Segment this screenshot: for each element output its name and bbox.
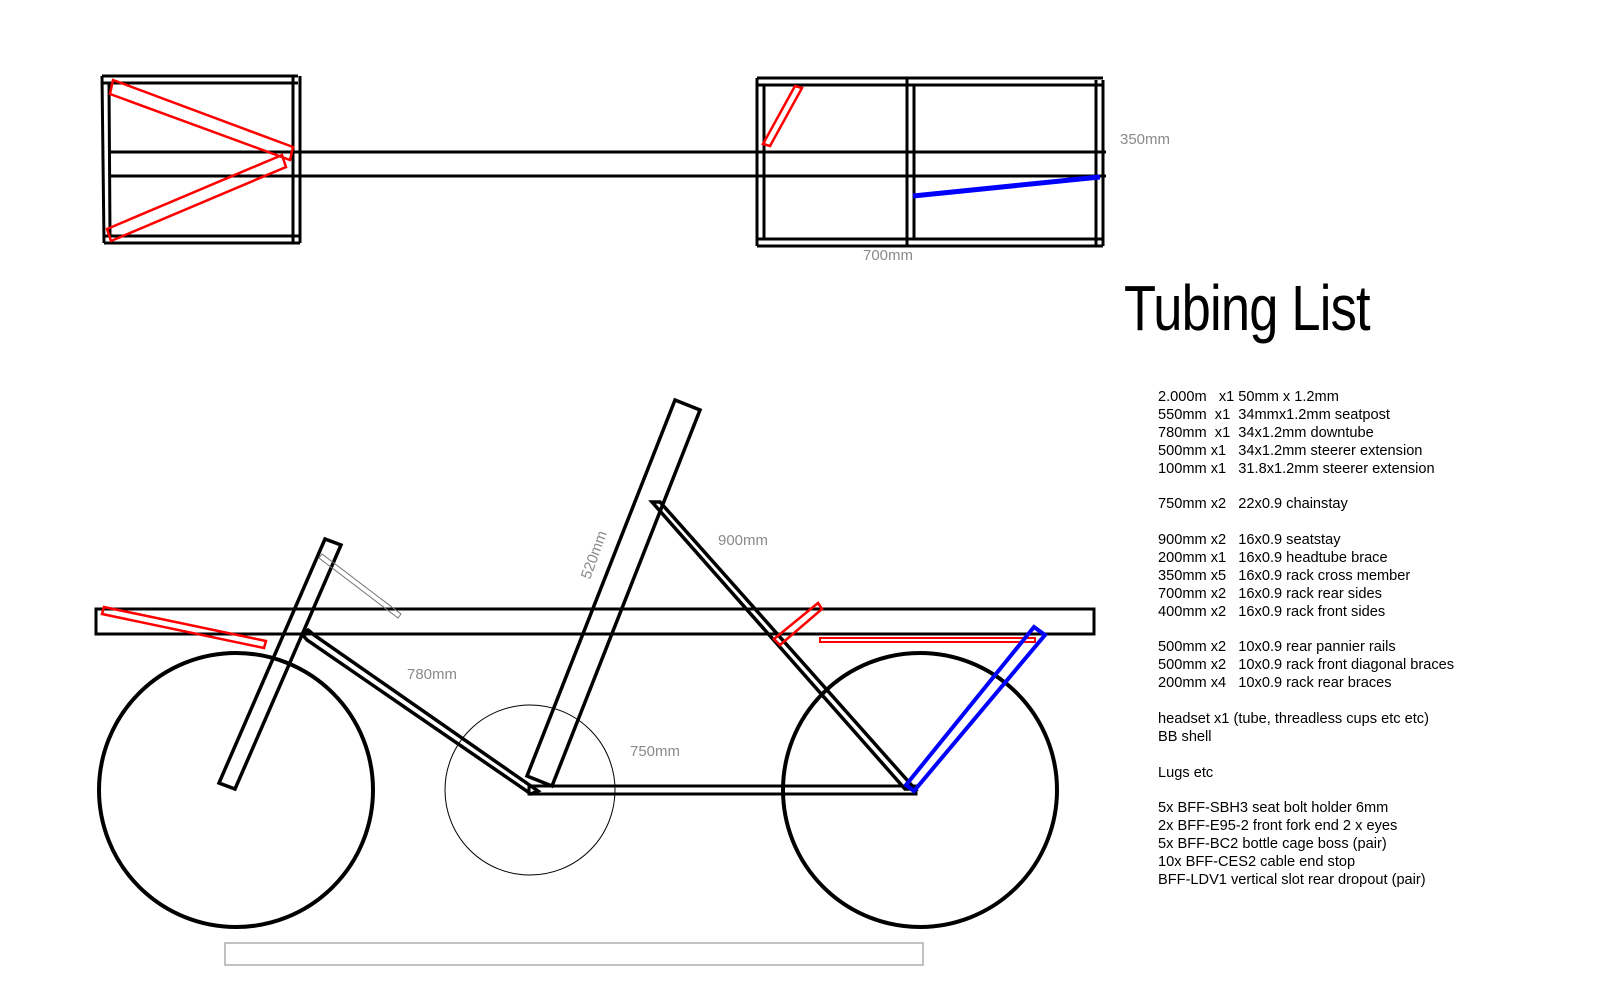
seat-tube [524, 397, 703, 789]
seatstay [648, 500, 919, 791]
rear-rack-blue-brace [903, 624, 1048, 794]
tubing-list-item: 2x BFF-E95-2 front fork end 2 x eyes [1158, 818, 1398, 835]
front-rack-red-brace [100, 605, 268, 650]
tubing-list-item: 350mm x5 16x0.9 rack cross member [1158, 567, 1411, 584]
dim-downtube: 780mm [407, 666, 457, 683]
tubing-list-spacer [1158, 478, 1454, 496]
top-view-rear-red-brace [761, 84, 804, 148]
top-view-front-rack [100, 74, 302, 245]
tubing-list-item: 750mm x2 22x0.9 chainstay [1158, 496, 1348, 513]
tubing-list-item: 780mm x1 34x1.2mm downtube [1158, 424, 1374, 441]
rear-rack-red-rail [819, 637, 1036, 643]
tubing-list-item: 500mm x2 10x0.9 rack front diagonal brac… [1158, 657, 1455, 674]
tubing-list-item: Lugs etc [1158, 764, 1214, 781]
tubing-list-item: BB shell [1158, 728, 1212, 745]
fork-tube [216, 536, 344, 792]
tubing-list-item: 5x BFF-SBH3 seat bolt holder 6mm [1158, 800, 1389, 817]
chainring-outline [444, 704, 616, 876]
dim-seatstay: 900mm [718, 532, 768, 549]
tubing-list-item: 100mm x1 31.8x1.2mm steerer extension [1158, 460, 1435, 477]
tubing-list-item: 200mm x4 10x0.9 rack rear braces [1158, 675, 1392, 692]
ground-reference-bar [224, 942, 924, 966]
tubing-list-spacer [1158, 622, 1454, 640]
tubing-list-item: headset x1 (tube, threadless cups etc et… [1158, 711, 1429, 728]
chainstay [527, 784, 918, 796]
tubing-list-spacer [1158, 783, 1454, 801]
tubing-list-spacer [1158, 693, 1454, 711]
tubing-list-item: BFF-LDV1 vertical slot rear dropout (pai… [1158, 872, 1426, 889]
top-view: 350mm 700mm [100, 74, 1170, 264]
seatstay-red-brace [772, 601, 824, 647]
dim-rack-length: 700mm [863, 247, 913, 264]
tubing-list-item: 500mm x2 10x0.9 rear pannier rails [1158, 639, 1396, 656]
tubing-list-title: Tubing List [1124, 272, 1371, 344]
tubing-list-item: 700mm x2 16x0.9 rack rear sides [1158, 585, 1382, 602]
front-wheel [97, 651, 375, 929]
tubing-list-item: 400mm x2 16x0.9 rack front sides [1158, 603, 1386, 620]
tubing-list-spacer [1158, 747, 1454, 765]
dim-chainstay: 750mm [630, 743, 680, 760]
top-view-rear-blue-brace [912, 174, 1101, 199]
tubing-list-item: 500mm x1 34x1.2mm steerer extension [1158, 442, 1423, 459]
tubing-list-item: 900mm x2 16x0.9 seatstay [1158, 532, 1341, 549]
top-view-rear-rack [755, 76, 1105, 248]
rear-wheel [781, 651, 1059, 929]
tubing-list-item: 200mm x1 16x0.9 headtube brace [1158, 550, 1388, 567]
side-view: 520mm 900mm 780mm 750mm [94, 397, 1096, 966]
dim-rack-width: 350mm [1120, 131, 1170, 148]
cargo-rack-tube [94, 607, 1096, 636]
tubing-list-item: 2.000m x1 50mm x 1.2mm [1158, 389, 1339, 405]
downtube [299, 627, 542, 796]
headtube-brace [318, 553, 402, 619]
tubing-list-item: 550mm x1 34mmx1.2mm seatpost [1158, 406, 1390, 423]
tubing-list-spacer [1158, 514, 1454, 532]
top-view-main-tube [109, 150, 1106, 178]
top-view-front-diagonal-braces [105, 78, 295, 243]
tubing-list-item: 5x BFF-BC2 bottle cage boss (pair) [1158, 836, 1387, 853]
tubing-list-item: 10x BFF-CES2 cable end stop [1158, 854, 1356, 871]
